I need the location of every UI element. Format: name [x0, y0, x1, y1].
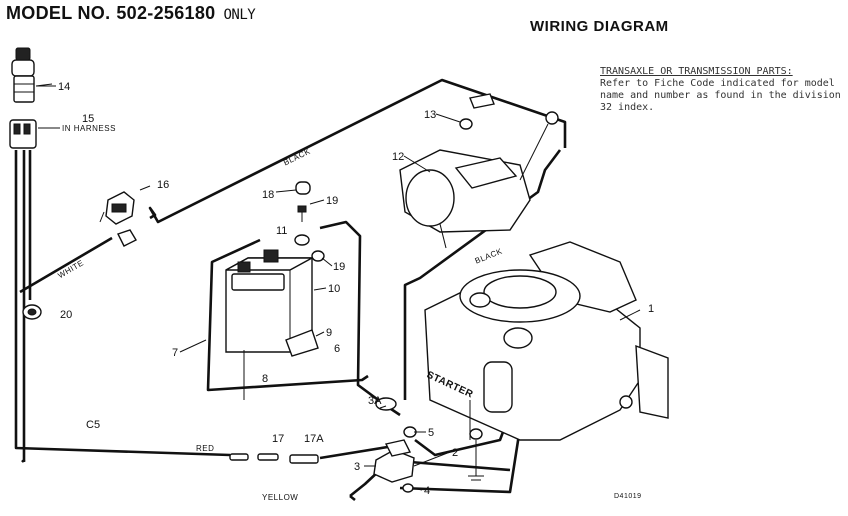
callout-8: 8 [262, 373, 268, 385]
harness-connector-icon [9, 119, 60, 149]
callout-20: 20 [60, 309, 72, 321]
yellow-return [409, 460, 511, 472]
battery-cable-6 [319, 220, 401, 417]
solenoid-icon [373, 397, 484, 493]
battery-icon [225, 249, 319, 400]
callout-16: 16 [157, 179, 169, 191]
callout-17a: 17A [304, 433, 324, 445]
key-switch-icon [11, 47, 53, 103]
callout-15: 15 [82, 113, 94, 125]
callout-19b: 19 [333, 261, 345, 273]
diagram-title: WIRING DIAGRAM [530, 18, 669, 35]
drawing-id: D41019 [614, 493, 642, 500]
engine-icon [424, 241, 669, 441]
callout-3: 3 [354, 461, 360, 473]
callout-14: 14 [58, 81, 70, 93]
black-wire-right [403, 149, 562, 400]
callout-5: 5 [428, 427, 434, 439]
callout-7: 7 [172, 347, 178, 359]
callout-17: 17 [272, 433, 284, 445]
red-wire [14, 150, 231, 457]
callout-1: 1 [648, 303, 654, 315]
black-wire-top [148, 78, 567, 224]
note-body: Refer to Fiche Code indicated for model … [600, 78, 841, 113]
yellow-wire [21, 150, 26, 463]
code-c5: C5 [86, 419, 100, 431]
callout-12: 12 [392, 151, 404, 163]
callout-6: 6 [334, 343, 340, 355]
wire-label-black-right: BLACK [474, 246, 504, 265]
model-suffix: ONLY [223, 7, 256, 23]
model-title: MODEL NO.502-256180 ONLY [6, 3, 256, 24]
grommet-icon [22, 304, 42, 320]
yellow-wire-bottom [22, 404, 527, 502]
white-wire [19, 236, 113, 294]
red-wire-solenoid [319, 443, 401, 460]
model-number: 502-256180 [116, 3, 216, 23]
battery-cable-7 [206, 238, 369, 392]
interlock-switch-icon [99, 185, 151, 247]
wire-label-in-harness: IN HARNESS [62, 124, 116, 133]
carburetor-icon [399, 93, 559, 249]
callout-4: 4 [424, 485, 430, 497]
leader-lines [36, 85, 641, 491]
transaxle-note: TRANSAXLE OR TRANSMISSION PARTS: Refer t… [600, 66, 845, 114]
callout-3a: 3A [368, 395, 382, 407]
terminal-icon [229, 453, 319, 464]
callout-19a: 19 [326, 195, 338, 207]
wire-label-red: RED [196, 444, 214, 453]
note-heading: TRANSAXLE OR TRANSMISSION PARTS: [600, 66, 793, 77]
callout-9: 9 [326, 327, 332, 339]
wire-label-yellow: YELLOW [262, 493, 298, 502]
callout-13: 13 [424, 109, 436, 121]
callout-2: 2 [452, 447, 458, 459]
wire-label-black-top: BLACK [282, 147, 312, 168]
bolt-icon [294, 181, 325, 262]
wires [14, 78, 567, 502]
callout-11: 11 [276, 225, 287, 237]
model-label: MODEL NO. [6, 3, 111, 23]
callout-10: 10 [328, 283, 340, 295]
callout-18: 18 [262, 189, 274, 201]
